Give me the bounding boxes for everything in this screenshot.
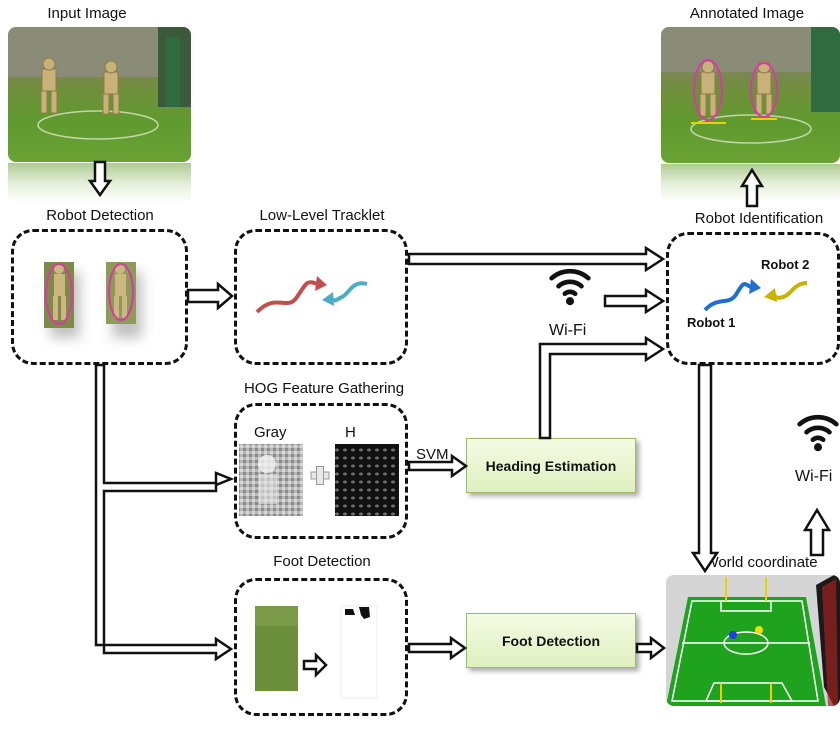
foot-detection-title: Foot Detection [273, 553, 371, 570]
wifi-right-label: Wi-Fi [795, 468, 833, 485]
arrow-detection-to-tracklet [186, 281, 234, 311]
robot-2-label: Robot 2 [761, 257, 810, 272]
robot-identification-title: Robot Identification [694, 210, 824, 227]
soccer-field [666, 575, 840, 706]
hog-images [239, 444, 399, 516]
foot-detection-box [234, 578, 408, 716]
wifi-center-label: Wi-Fi [549, 322, 587, 339]
arrow-world-to-wifi [802, 507, 832, 557]
low-level-tracklet-box [234, 229, 408, 365]
tracklet-curves [255, 276, 368, 314]
h-label: H [345, 424, 356, 441]
world-coordinate-title: World coordinate [704, 554, 818, 571]
plus-icon [310, 466, 330, 485]
input-image-title: Input Image [47, 5, 127, 22]
robot-detection-title: Robot Detection [46, 207, 154, 224]
heading-estimation-box: Heading Estimation [466, 438, 636, 493]
arrow-input-to-detection [87, 160, 113, 198]
robot-detection-crops [44, 262, 142, 338]
world-field-view [666, 575, 840, 706]
arrow-wifi-to-identification [603, 287, 666, 315]
arrow-hog-to-heading [407, 453, 469, 479]
gray-label: Gray [254, 424, 287, 441]
low-level-tracklet-title: Low-Level Tracklet [259, 207, 385, 224]
arrow-heading-to-identification [538, 335, 666, 440]
foot-detection-images [255, 605, 378, 699]
hog-feature-gathering-title: HOG Feature Gathering [243, 380, 405, 397]
robot-detection-box [11, 229, 188, 365]
input-image [8, 27, 191, 162]
robot-identification-box: Robot 1 Robot 2 [666, 232, 840, 365]
arrow-tracklet-to-identification [407, 245, 666, 273]
arrow-identification-to-world [690, 363, 720, 574]
hog-feature-box: Gray H [234, 403, 408, 539]
input-image-scene [8, 27, 191, 140]
identification-tracks [703, 279, 808, 312]
arrow-identification-to-annotated [739, 167, 765, 208]
svm-label: SVM [416, 446, 449, 463]
annotated-image-scene [661, 27, 840, 144]
arrow-foot-to-result [407, 635, 468, 661]
robot-1-label: Robot 1 [687, 315, 736, 330]
wifi-icon-center [552, 271, 589, 305]
arrow-detection-trunk [94, 363, 235, 662]
arrow-result-to-world [635, 635, 667, 661]
foot-detection-result-box: Foot Detection [466, 613, 636, 668]
annotated-image-title: Annotated Image [689, 5, 805, 22]
annotated-image [661, 27, 840, 163]
wifi-icon-right [800, 417, 837, 451]
